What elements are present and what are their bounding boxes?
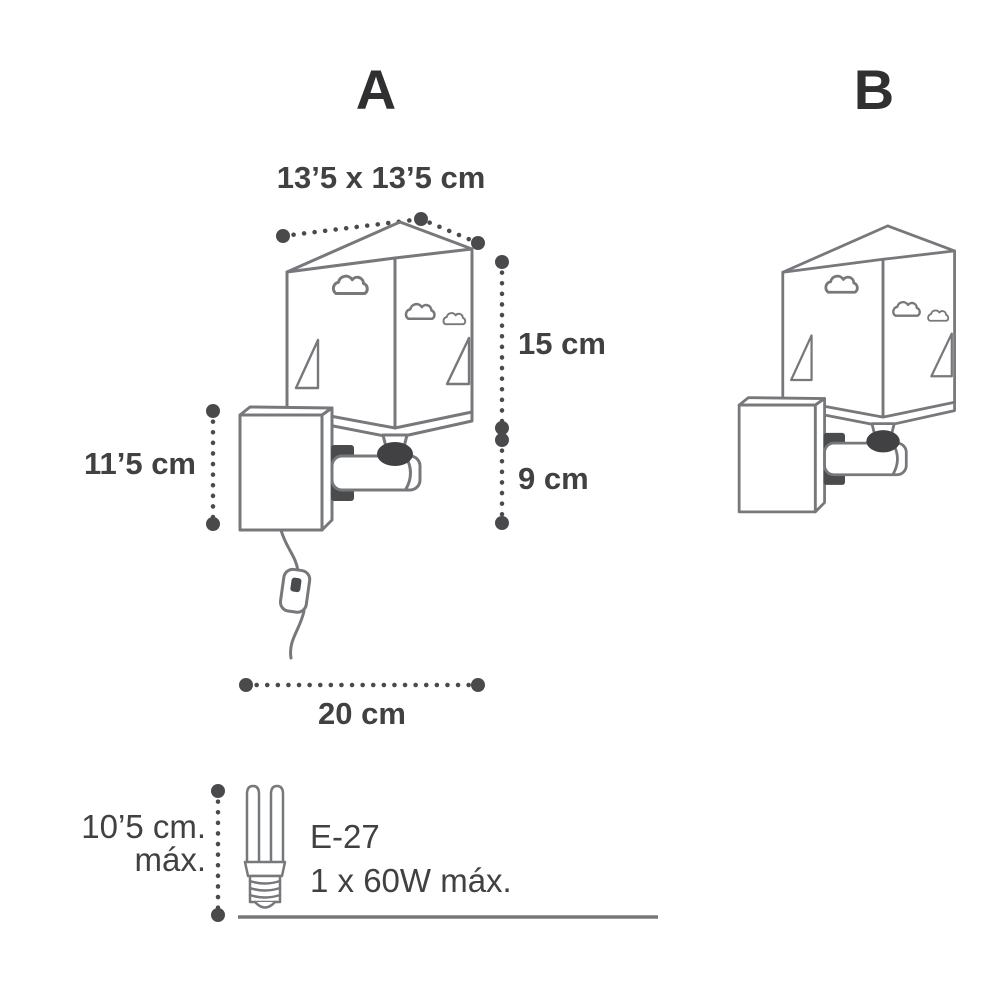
sail-cutout-icons bbox=[294, 336, 471, 390]
max-bulb-height-suffix-label: máx. bbox=[134, 841, 206, 878]
arm-drop-dimension-label: 9 cm bbox=[518, 461, 589, 496]
plate-height-dimension-label: 11’5 cm bbox=[83, 446, 196, 481]
wall-lamp-b-illustration bbox=[737, 224, 956, 514]
bulb-socket bbox=[377, 442, 413, 466]
socket-type-label: E-27 bbox=[310, 818, 380, 855]
max-bulb-height-label: 10’5 cm. bbox=[81, 808, 206, 845]
variant-a-label: A bbox=[355, 58, 397, 121]
dimension-endpoint-dots bbox=[206, 212, 509, 922]
wall-lamp-a-illustration bbox=[238, 220, 474, 660]
cord-switch bbox=[278, 567, 312, 614]
variant-b-label: B bbox=[853, 58, 895, 121]
wall-lamp-body bbox=[238, 220, 474, 532]
shade-height-dimension-label: 15 cm bbox=[518, 326, 606, 361]
cloud-cutout-icons bbox=[331, 274, 467, 326]
wall-plate bbox=[238, 405, 334, 532]
depth-dimension-label: 20 cm bbox=[318, 696, 406, 731]
shade-back-rim bbox=[285, 220, 474, 274]
wall-lamp-body bbox=[737, 224, 956, 514]
shade-top-dimension-label: 13’5 x 13’5 cm bbox=[276, 160, 486, 195]
e27-bulb-icon bbox=[243, 784, 287, 909]
pull-cord bbox=[278, 528, 312, 660]
max-wattage-label: 1 x 60W máx. bbox=[310, 862, 512, 899]
